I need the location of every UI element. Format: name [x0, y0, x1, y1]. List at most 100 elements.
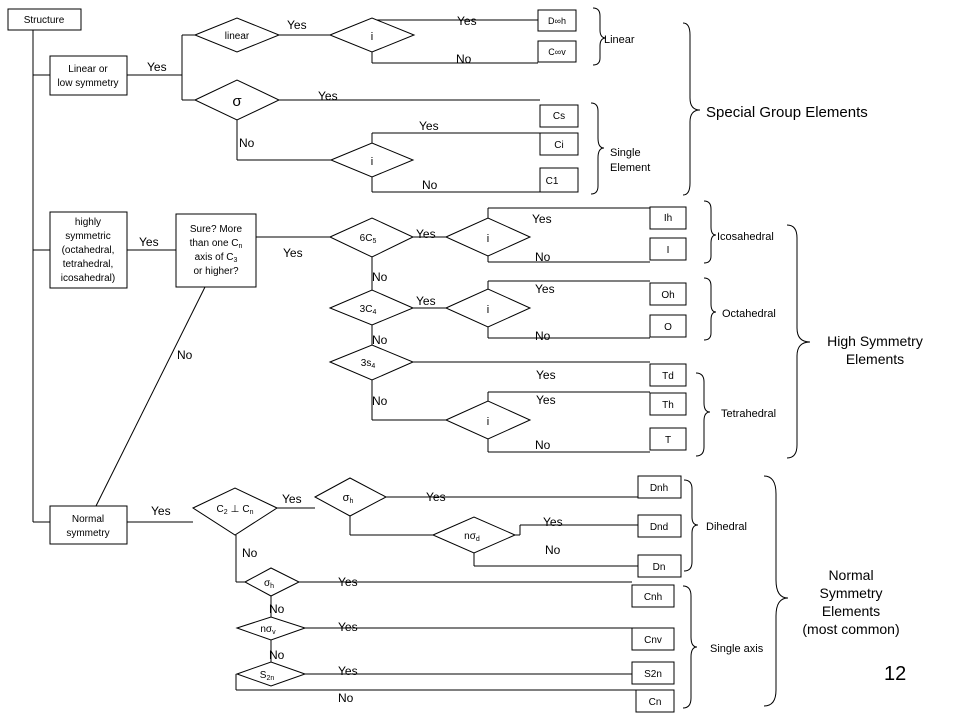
svg-text:No: No	[535, 438, 551, 452]
branch-labels: Yes Yes No Yes Yes No Yes No Yes Yes Yes…	[139, 14, 563, 705]
svg-text:Normal: Normal	[828, 567, 873, 583]
svg-text:C1: C1	[546, 176, 559, 187]
svg-text:No: No	[456, 52, 472, 66]
svg-text:Linear: Linear	[604, 34, 635, 46]
result-ih: Ih	[649, 206, 687, 230]
svg-text:Yes: Yes	[338, 664, 358, 678]
svg-text:Oh: Oh	[661, 290, 674, 301]
diamond-n-sigma-d: nσd	[431, 516, 517, 554]
svg-text:No: No	[372, 270, 388, 284]
result-o: O	[649, 314, 687, 338]
svg-text:High Symmetry: High Symmetry	[827, 333, 923, 349]
diamond-s2n: S2n	[235, 661, 307, 687]
svg-text:No: No	[535, 329, 551, 343]
svg-text:Cnv: Cnv	[644, 635, 662, 646]
svg-text:Octahedral: Octahedral	[722, 308, 776, 320]
svg-text:C∞v: C∞v	[548, 47, 566, 57]
svg-text:Yes: Yes	[416, 294, 436, 308]
svg-text:No: No	[535, 250, 551, 264]
result-th: Th	[649, 392, 687, 416]
svg-text:i: i	[487, 416, 489, 428]
result-dn: Dn	[637, 554, 682, 578]
result-cnh: Cnh	[631, 584, 675, 608]
svg-text:Element: Element	[610, 162, 650, 174]
page-number: 12	[884, 663, 906, 685]
svg-text:Yes: Yes	[532, 212, 552, 226]
svg-text:Yes: Yes	[536, 393, 556, 407]
svg-text:T: T	[665, 435, 671, 446]
svg-text:No: No	[239, 136, 255, 150]
svg-text:Yes: Yes	[338, 620, 358, 634]
svg-text:Elements: Elements	[846, 351, 904, 367]
diamond-i-ico: i	[444, 217, 532, 257]
svg-text:No: No	[177, 348, 193, 362]
diamond-3s4: 3s4	[328, 344, 415, 381]
svg-text:Icosahedral: Icosahedral	[717, 231, 774, 243]
svg-text:σ: σ	[232, 93, 242, 110]
svg-text:Yes: Yes	[536, 368, 556, 382]
svg-text:Single: Single	[610, 147, 641, 159]
svg-text:axis of C3: axis of C3	[195, 252, 238, 264]
svg-text:nσd: nσd	[464, 531, 480, 543]
svg-text:Normal: Normal	[72, 514, 104, 525]
result-td: Td	[649, 363, 687, 387]
svg-text:No: No	[422, 178, 438, 192]
svg-text:Td: Td	[662, 371, 674, 382]
svg-text:I: I	[667, 245, 670, 256]
svg-text:Yes: Yes	[318, 89, 338, 103]
svg-text:or higher?: or higher?	[193, 266, 238, 277]
result-cnv: Cnv	[631, 627, 675, 651]
result-cn: Cn	[635, 689, 675, 713]
svg-text:No: No	[372, 333, 388, 347]
svg-text:D∞h: D∞h	[548, 16, 566, 26]
svg-text:symmetric: symmetric	[65, 231, 111, 242]
structure-box: Structure	[7, 8, 82, 31]
normal-symmetry-box: Normal symmetry	[49, 505, 128, 545]
svg-text:Tetrahedral: Tetrahedral	[721, 408, 776, 420]
svg-text:Th: Th	[662, 400, 674, 411]
svg-text:than one Cn: than one Cn	[190, 238, 243, 250]
svg-text:highly: highly	[75, 217, 101, 228]
svg-text:Yes: Yes	[338, 575, 358, 589]
svg-text:No: No	[269, 648, 285, 662]
result-dnd: Dnd	[637, 514, 682, 538]
result-cs: Cs	[539, 104, 579, 128]
svg-text:S2n: S2n	[644, 669, 662, 680]
svg-text:No: No	[545, 543, 561, 557]
svg-text:Structure: Structure	[24, 15, 65, 26]
diamond-linear: linear	[193, 17, 281, 53]
svg-text:Yes: Yes	[419, 119, 439, 133]
svg-text:No: No	[242, 546, 258, 560]
result-s2n: S2n	[631, 661, 675, 685]
svg-text:Ci: Ci	[554, 140, 563, 151]
svg-text:Yes: Yes	[426, 490, 446, 504]
diamond-i-oct: i	[444, 288, 532, 328]
linear-or-low-box: Linear or low symmetry	[49, 55, 128, 96]
svg-text:Yes: Yes	[151, 504, 171, 518]
svg-text:Linear or: Linear or	[68, 64, 108, 75]
sure-box: Sure? More than one Cn axis of C3 or hig…	[175, 213, 257, 288]
svg-text:No: No	[372, 394, 388, 408]
result-oh: Oh	[649, 282, 687, 306]
svg-text:low symmetry: low symmetry	[57, 78, 118, 89]
svg-text:(most common): (most common)	[802, 621, 899, 637]
diamond-sigma: σ	[193, 79, 281, 121]
svg-text:Dihedral: Dihedral	[706, 521, 747, 533]
svg-text:Dn: Dn	[653, 562, 666, 573]
svg-text:nσv: nσv	[260, 624, 276, 636]
svg-text:Special Group Elements: Special Group Elements	[706, 104, 868, 121]
svg-text:S2n: S2n	[260, 670, 275, 682]
diamond-n-sigma-v: nσv	[235, 616, 307, 641]
svg-text:Sure? More: Sure? More	[190, 224, 243, 235]
svg-text:i: i	[487, 304, 489, 316]
result-i: I	[649, 237, 687, 261]
result-dnh: Dnh	[637, 475, 682, 499]
diamond-c2-perp-cn: C2⊥Cn	[191, 487, 279, 536]
svg-text:tetrahedral,: tetrahedral,	[63, 259, 114, 270]
svg-text:symmetry: symmetry	[66, 528, 109, 539]
svg-text:Cs: Cs	[553, 111, 565, 122]
svg-text:O: O	[664, 322, 672, 333]
svg-text:Cn: Cn	[649, 697, 662, 708]
svg-text:No: No	[338, 691, 354, 705]
